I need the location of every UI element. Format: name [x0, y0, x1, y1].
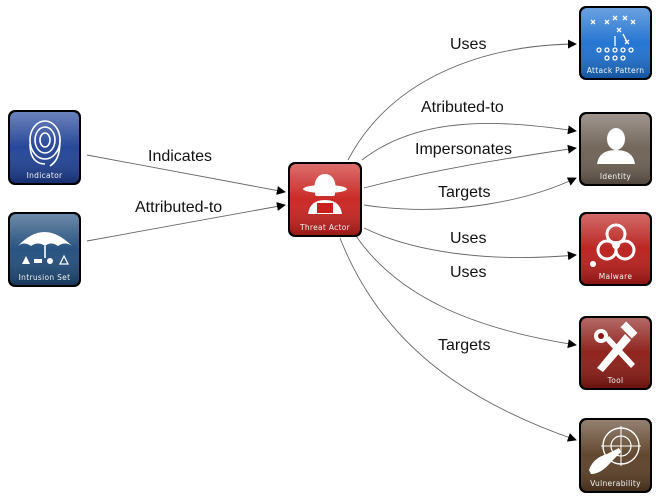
node-label-attack-pattern: Attack Pattern — [587, 66, 645, 75]
node-attack-pattern[interactable]: Attack Pattern — [579, 6, 652, 80]
node-label-malware: Malware — [599, 272, 633, 281]
edge-threat-actor-tool — [355, 235, 577, 349]
edge-label-attributed-to: Attributed-to — [135, 199, 222, 216]
node-label-indicator: Indicator — [27, 171, 63, 180]
edge-threat-actor-attack-pattern — [347, 39, 577, 161]
edge-label-atributed-to: Atributed-to — [421, 99, 504, 116]
node-label-identity: Identity — [600, 172, 631, 181]
node-label-threat-actor: Threat Actor — [299, 223, 351, 232]
node-label-vulnerability: Vulnerability — [590, 479, 641, 488]
edge-label-uses-malware: Uses — [450, 230, 486, 247]
edge-threat-actor-malware — [363, 227, 577, 261]
wrench-hammer-icon — [594, 321, 638, 372]
edge-intrusion-set-threat-actor — [86, 202, 286, 242]
node-tool[interactable]: Tool — [579, 316, 652, 390]
edge-indicator-threat-actor — [86, 154, 286, 195]
edge-labels: Indicates Attributed-to Uses Atributed-t… — [135, 36, 512, 354]
edge-label-impersonates: Impersonates — [415, 141, 512, 158]
edge-threat-actor-vulnerability — [339, 237, 577, 442]
edge-label-targets-vulnerability: Targets — [438, 337, 490, 354]
edge-threat-actor-identity-targets — [363, 177, 577, 210]
edge-threat-actor-identity-atributed — [361, 123, 577, 161]
target-hand-icon — [589, 426, 641, 474]
node-indicator[interactable]: Indicator — [8, 110, 81, 185]
nodes: Indicator Intrusion Set — [8, 6, 652, 493]
node-label-tool: Tool — [607, 376, 624, 385]
node-vulnerability[interactable]: Vulnerability — [579, 418, 652, 493]
fingerprint-icon — [29, 120, 61, 167]
edge-label-uses-tool: Uses — [450, 264, 486, 281]
edge-threat-actor-identity-impersonates — [363, 144, 577, 189]
umbrella-icon — [18, 232, 72, 265]
spy-icon — [303, 174, 347, 214]
edge-label-targets-identity: Targets — [438, 184, 490, 201]
playbook-icon — [590, 15, 636, 61]
edge-label-indicates: Indicates — [148, 148, 212, 165]
node-threat-actor[interactable]: Threat Actor — [288, 162, 362, 237]
node-label-intrusion-set: Intrusion Set — [19, 273, 71, 282]
bug-icon — [590, 261, 596, 267]
node-identity[interactable]: Identity — [579, 112, 652, 186]
node-intrusion-set[interactable]: Intrusion Set — [8, 212, 81, 287]
edge-label-uses-attack-pattern: Uses — [450, 36, 486, 53]
biohazard-icon — [596, 223, 636, 261]
edges — [86, 39, 577, 442]
person-icon — [597, 128, 635, 164]
node-malware[interactable]: Malware — [579, 212, 652, 286]
